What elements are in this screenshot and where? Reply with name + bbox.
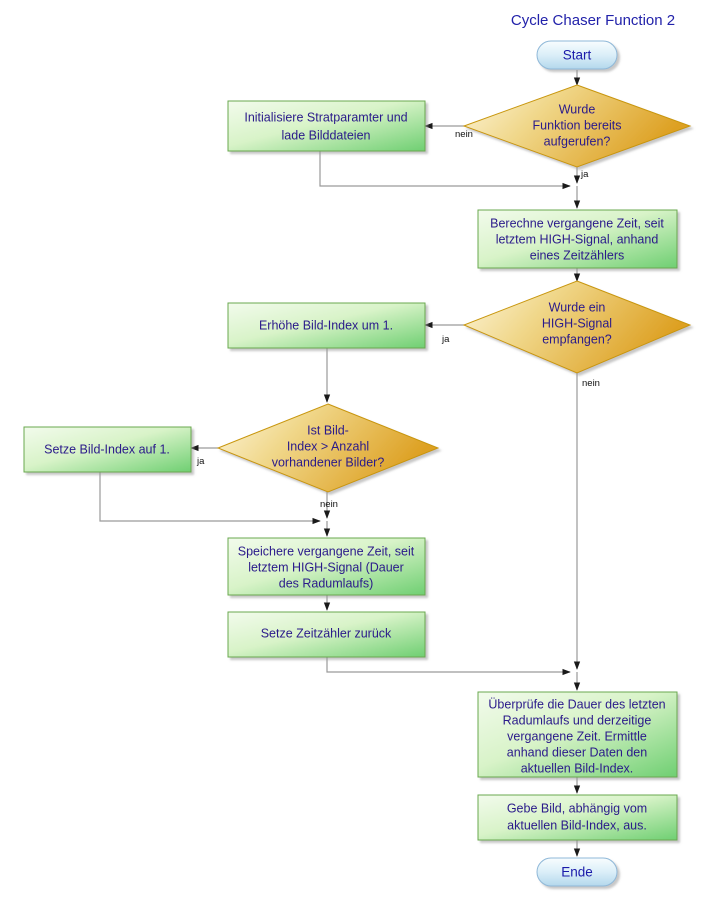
p-berechne-line-0: Berechne vergangene Zeit, seit xyxy=(490,216,664,230)
p-init-line-1: lade Bilddateien xyxy=(282,128,371,142)
start-label: Start xyxy=(563,48,592,63)
node-process-setze-bild-index[interactable]: Setze Bild-Index auf 1. xyxy=(23,426,192,473)
process-speichere-shape[interactable] xyxy=(227,537,426,596)
node-process-erhoehe-bild-index[interactable]: Erhöhe Bild-Index um 1. xyxy=(227,302,426,349)
process-gebe-shape[interactable] xyxy=(477,794,678,841)
d2-line-2: empfangen? xyxy=(542,332,612,346)
p-berechne-line-2: eines Zeitzählers xyxy=(530,248,625,262)
node-process-gebe-bild-aus[interactable]: Gebe Bild, abhängig vom aktuellen Bild-I… xyxy=(477,794,678,841)
node-decision-high-signal[interactable]: Wurde ein HIGH-Signal empfangen? xyxy=(462,280,692,374)
edge-reset-to-join3 xyxy=(326,651,571,676)
decision-bild-index-shape[interactable] xyxy=(216,403,440,493)
end-terminal-shape[interactable] xyxy=(536,857,618,887)
decision-funktion-aufgerufen-shape[interactable] xyxy=(462,84,692,168)
p-init-line-0: Initialisiere Stratparamter und xyxy=(244,110,407,124)
process-ueberpruefe-shape[interactable] xyxy=(477,691,678,778)
d2-line-1: HIGH-Signal xyxy=(542,316,612,330)
p-ueberpruefe-line-1: Radumlaufs und derzeitige xyxy=(503,713,652,727)
node-process-initialisiere[interactable]: Initialisiere Stratparamter und lade Bil… xyxy=(227,100,426,152)
d2-line-0: Wurde ein xyxy=(549,300,606,314)
node-process-berechne[interactable]: Berechne vergangene Zeit, seit letztem H… xyxy=(477,209,678,269)
end-label: Ende xyxy=(561,865,593,880)
edge-label-d3-nein: nein xyxy=(320,499,338,510)
edge-init-to-join1 xyxy=(319,151,571,190)
d3-line-0: Ist Bild- xyxy=(307,423,349,437)
p-erhoehe-line-0: Erhöhe Bild-Index um 1. xyxy=(259,318,393,332)
p-setze-index-line-0: Setze Bild-Index auf 1. xyxy=(44,442,170,456)
start-terminal-shape[interactable] xyxy=(536,40,618,70)
node-process-speichere[interactable]: Speichere vergangene Zeit, seit letztem … xyxy=(227,537,426,596)
p-speichere-line-0: Speichere vergangene Zeit, seit xyxy=(238,544,415,558)
decision-high-signal-shape[interactable] xyxy=(462,280,692,374)
p-ueberpruefe-line-2: vergangene Zeit. Ermittle xyxy=(507,729,647,743)
p-reset-line-0: Setze Zeitzähler zurück xyxy=(261,626,392,640)
edge-label-d3-ja: ja xyxy=(196,456,205,467)
process-berechne-shape[interactable] xyxy=(477,209,678,269)
d1-line-0: Wurde xyxy=(559,102,596,116)
d3-line-1: Index > Anzahl xyxy=(287,439,369,453)
d3-line-2: vorhandener Bilder? xyxy=(272,455,385,469)
d1-line-1: Funktion bereits xyxy=(533,118,622,132)
node-decision-bild-index-groesser[interactable]: Ist Bild- Index > Anzahl vorhandener Bil… xyxy=(216,403,440,493)
edge-label-d2-nein: nein xyxy=(582,378,600,389)
p-speichere-line-1: letztem HIGH-Signal (Dauer xyxy=(248,560,404,574)
p-berechne-line-1: letztem HIGH-Signal, anhand xyxy=(496,232,659,246)
p-ueberpruefe-line-0: Überprüfe die Dauer des letzten xyxy=(488,697,665,711)
process-erhoehe-shape[interactable] xyxy=(227,302,426,349)
p-speichere-line-2: des Radumlaufs) xyxy=(279,576,374,590)
p-ueberpruefe-line-4: aktuellen Bild-Index. xyxy=(521,761,634,775)
p-gebe-line-1: aktuellen Bild-Index, aus. xyxy=(507,818,647,832)
process-initialisiere-shape[interactable] xyxy=(227,100,426,152)
node-decision-funktion-aufgerufen[interactable]: Wurde Funktion bereits aufgerufen? xyxy=(462,84,692,168)
page-title: Cycle Chaser Function 2 xyxy=(511,12,675,29)
process-setze-bild-index-shape[interactable] xyxy=(23,426,192,473)
edge-label-d2-ja: ja xyxy=(441,334,450,345)
p-ueberpruefe-line-3: anhand dieser Daten den xyxy=(507,745,647,759)
edge-label-d1-ja: ja xyxy=(580,169,589,180)
node-start[interactable]: Start xyxy=(536,40,618,70)
node-process-ueberpruefe[interactable]: Überprüfe die Dauer des letzten Radumlau… xyxy=(477,691,678,778)
p-gebe-line-0: Gebe Bild, abhängig vom xyxy=(507,801,647,815)
connector-layer xyxy=(99,70,581,857)
node-end[interactable]: Ende xyxy=(536,857,618,887)
node-process-reset-zeitzaehler[interactable]: Setze Zeitzähler zurück xyxy=(227,611,426,658)
process-reset-shape[interactable] xyxy=(227,611,426,658)
edge-label-d1-nein: nein xyxy=(455,129,473,140)
d1-line-2: aufgerufen? xyxy=(544,134,611,148)
edge-setzeindex-to-join2 xyxy=(99,472,321,525)
